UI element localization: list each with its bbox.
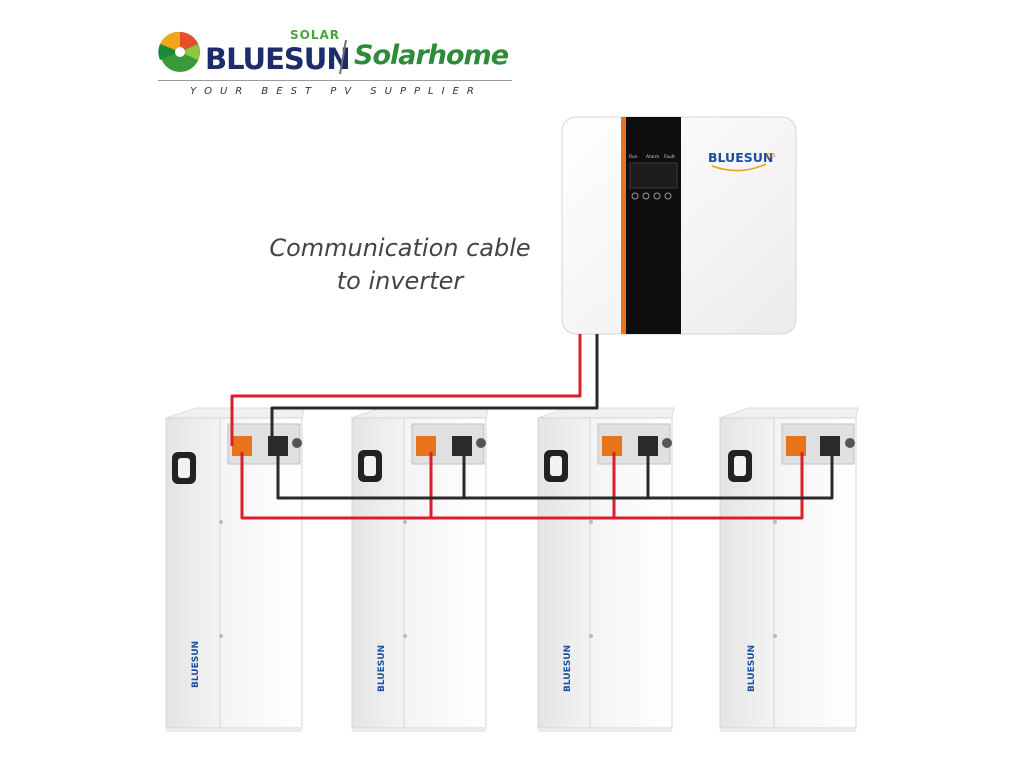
cabinet-brand: BLUESUN [747,645,757,692]
breaker-knob [845,438,855,448]
cabinet-brand: BLUESUN [377,645,387,692]
battery-cabinet-2: BLUESUN [351,407,489,729]
battery-cabinet-3: BLUESUN [537,407,675,729]
cabinet-front [589,417,673,729]
sun-logo-icon [158,31,200,72]
display-screen-icon [629,162,678,189]
black-cable-bus [276,452,834,500]
handle-icon-inner [364,456,376,476]
port-icon [638,436,658,456]
cabinet-screw [773,634,777,638]
cabinet-screw [219,634,223,638]
inverter-brand: BLUESUN [708,150,773,165]
breaker-knob [292,438,302,448]
cabinet-front [219,417,303,729]
inverter-accent-stripe [621,117,626,334]
inverter-brand-suffix: ESS [766,153,776,159]
port-icon [416,436,436,456]
port-icon [452,436,472,456]
red-cable [230,334,804,520]
cabinet-screw [403,634,407,638]
indicator-alarm: Alarm [646,154,659,160]
cabinet-screw [219,520,223,524]
cabinet-screw [773,520,777,524]
brand-tag: SOLAR [290,28,341,42]
brand-rule [158,80,512,81]
cabinet-brand: BLUESUN [191,641,201,688]
inverter: Run Alarm Fault BLUESUN ESS [561,116,797,335]
battery-cabinet-1: BLUESUN [165,407,305,729]
caption: Communication cable to inverter [250,232,550,298]
black-cable [270,334,834,500]
breaker-knob [476,438,486,448]
caption-line-2: to inverter [336,267,464,295]
floor-shadow [538,728,672,732]
cabinet-front [403,417,487,729]
floor-shadow [352,728,486,732]
inverter-button [664,192,672,200]
cabinet-screw [589,520,593,524]
cabinet-screw [403,520,407,524]
floor-shadow [720,728,856,732]
cabinet-front [773,417,857,729]
caption-line-1: Communication cable [269,234,531,262]
cabinet-top [719,407,859,419]
handle-icon-inner [734,456,746,476]
floor-shadow [166,728,302,732]
inverter-logo-swoosh [711,163,767,172]
red-cable-to-inverter [230,334,582,446]
indicator-run: Run [629,154,638,160]
inverter-button [642,192,650,200]
port-icon [232,436,252,456]
brand-name: BLUESUN [205,42,351,76]
cabinet-brand: BLUESUN [563,645,573,692]
red-cable-bus [240,452,804,520]
partner-name: Solarhome [354,40,509,71]
black-cable-to-inverter [270,334,599,438]
inverter-button [631,192,639,200]
brand-header: SOLAR BLUESUN Solarhome YOUR BEST PV SUP… [158,22,514,102]
inverter-button [653,192,661,200]
brand-tagline: YOUR BEST PV SUPPLIER [190,86,482,97]
battery-cabinet-4: BLUESUN [719,407,859,729]
port-icon [602,436,622,456]
indicator-fault: Fault [664,154,675,160]
cabinet-screw [589,634,593,638]
port-icon [820,436,840,456]
handle-icon-inner [550,456,562,476]
breaker-knob [662,438,672,448]
port-icon [268,436,288,456]
handle-icon-inner [178,458,190,478]
port-icon [786,436,806,456]
inverter-black-panel [626,117,681,334]
